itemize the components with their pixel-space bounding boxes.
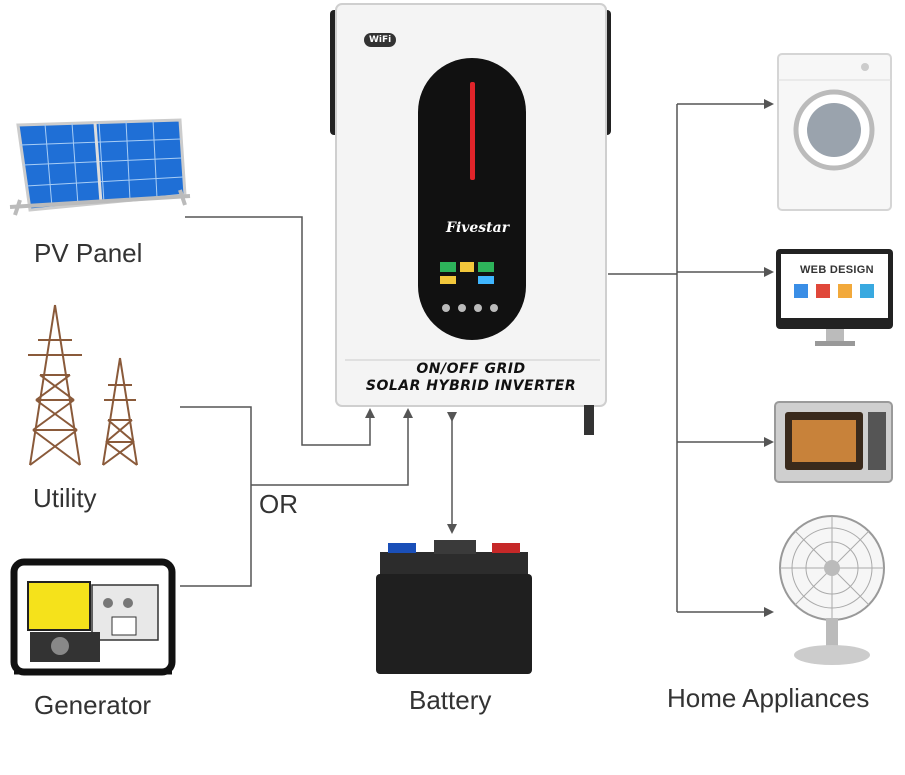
monitor-image: [776, 249, 893, 346]
home-appliances-label: Home Appliances: [667, 683, 870, 713]
microwave-image: [774, 401, 893, 483]
battery-label: Battery: [409, 685, 492, 715]
wifi-badge: WiFi: [364, 33, 397, 47]
brand-logo: Fivestar: [446, 220, 510, 236]
monitor-screen-title: WEB DESIGN: [800, 264, 874, 276]
battery-image: [376, 540, 532, 674]
pv-panel-label: PV Panel: [34, 238, 143, 268]
inverter-title-line2: SOLAR HYBRID INVERTER: [365, 378, 577, 394]
utility-connection-line: [180, 406, 252, 587]
fan-image: [779, 515, 885, 665]
pv-connection-line: [185, 216, 375, 446]
inverter-title-line1: ON/OFF GRID: [416, 361, 526, 377]
or-label: OR: [259, 489, 298, 519]
utility-label: Utility: [33, 483, 97, 513]
inverter-image: [330, 3, 611, 435]
generator-label: Generator: [34, 690, 152, 720]
output-connection-lines: [608, 99, 774, 617]
washing-machine-image: [777, 53, 892, 211]
generator-image: [10, 558, 176, 676]
grid-connection-line: [251, 408, 413, 486]
solar-panel-image: [9, 118, 191, 216]
utility-towers-image: [28, 304, 138, 466]
